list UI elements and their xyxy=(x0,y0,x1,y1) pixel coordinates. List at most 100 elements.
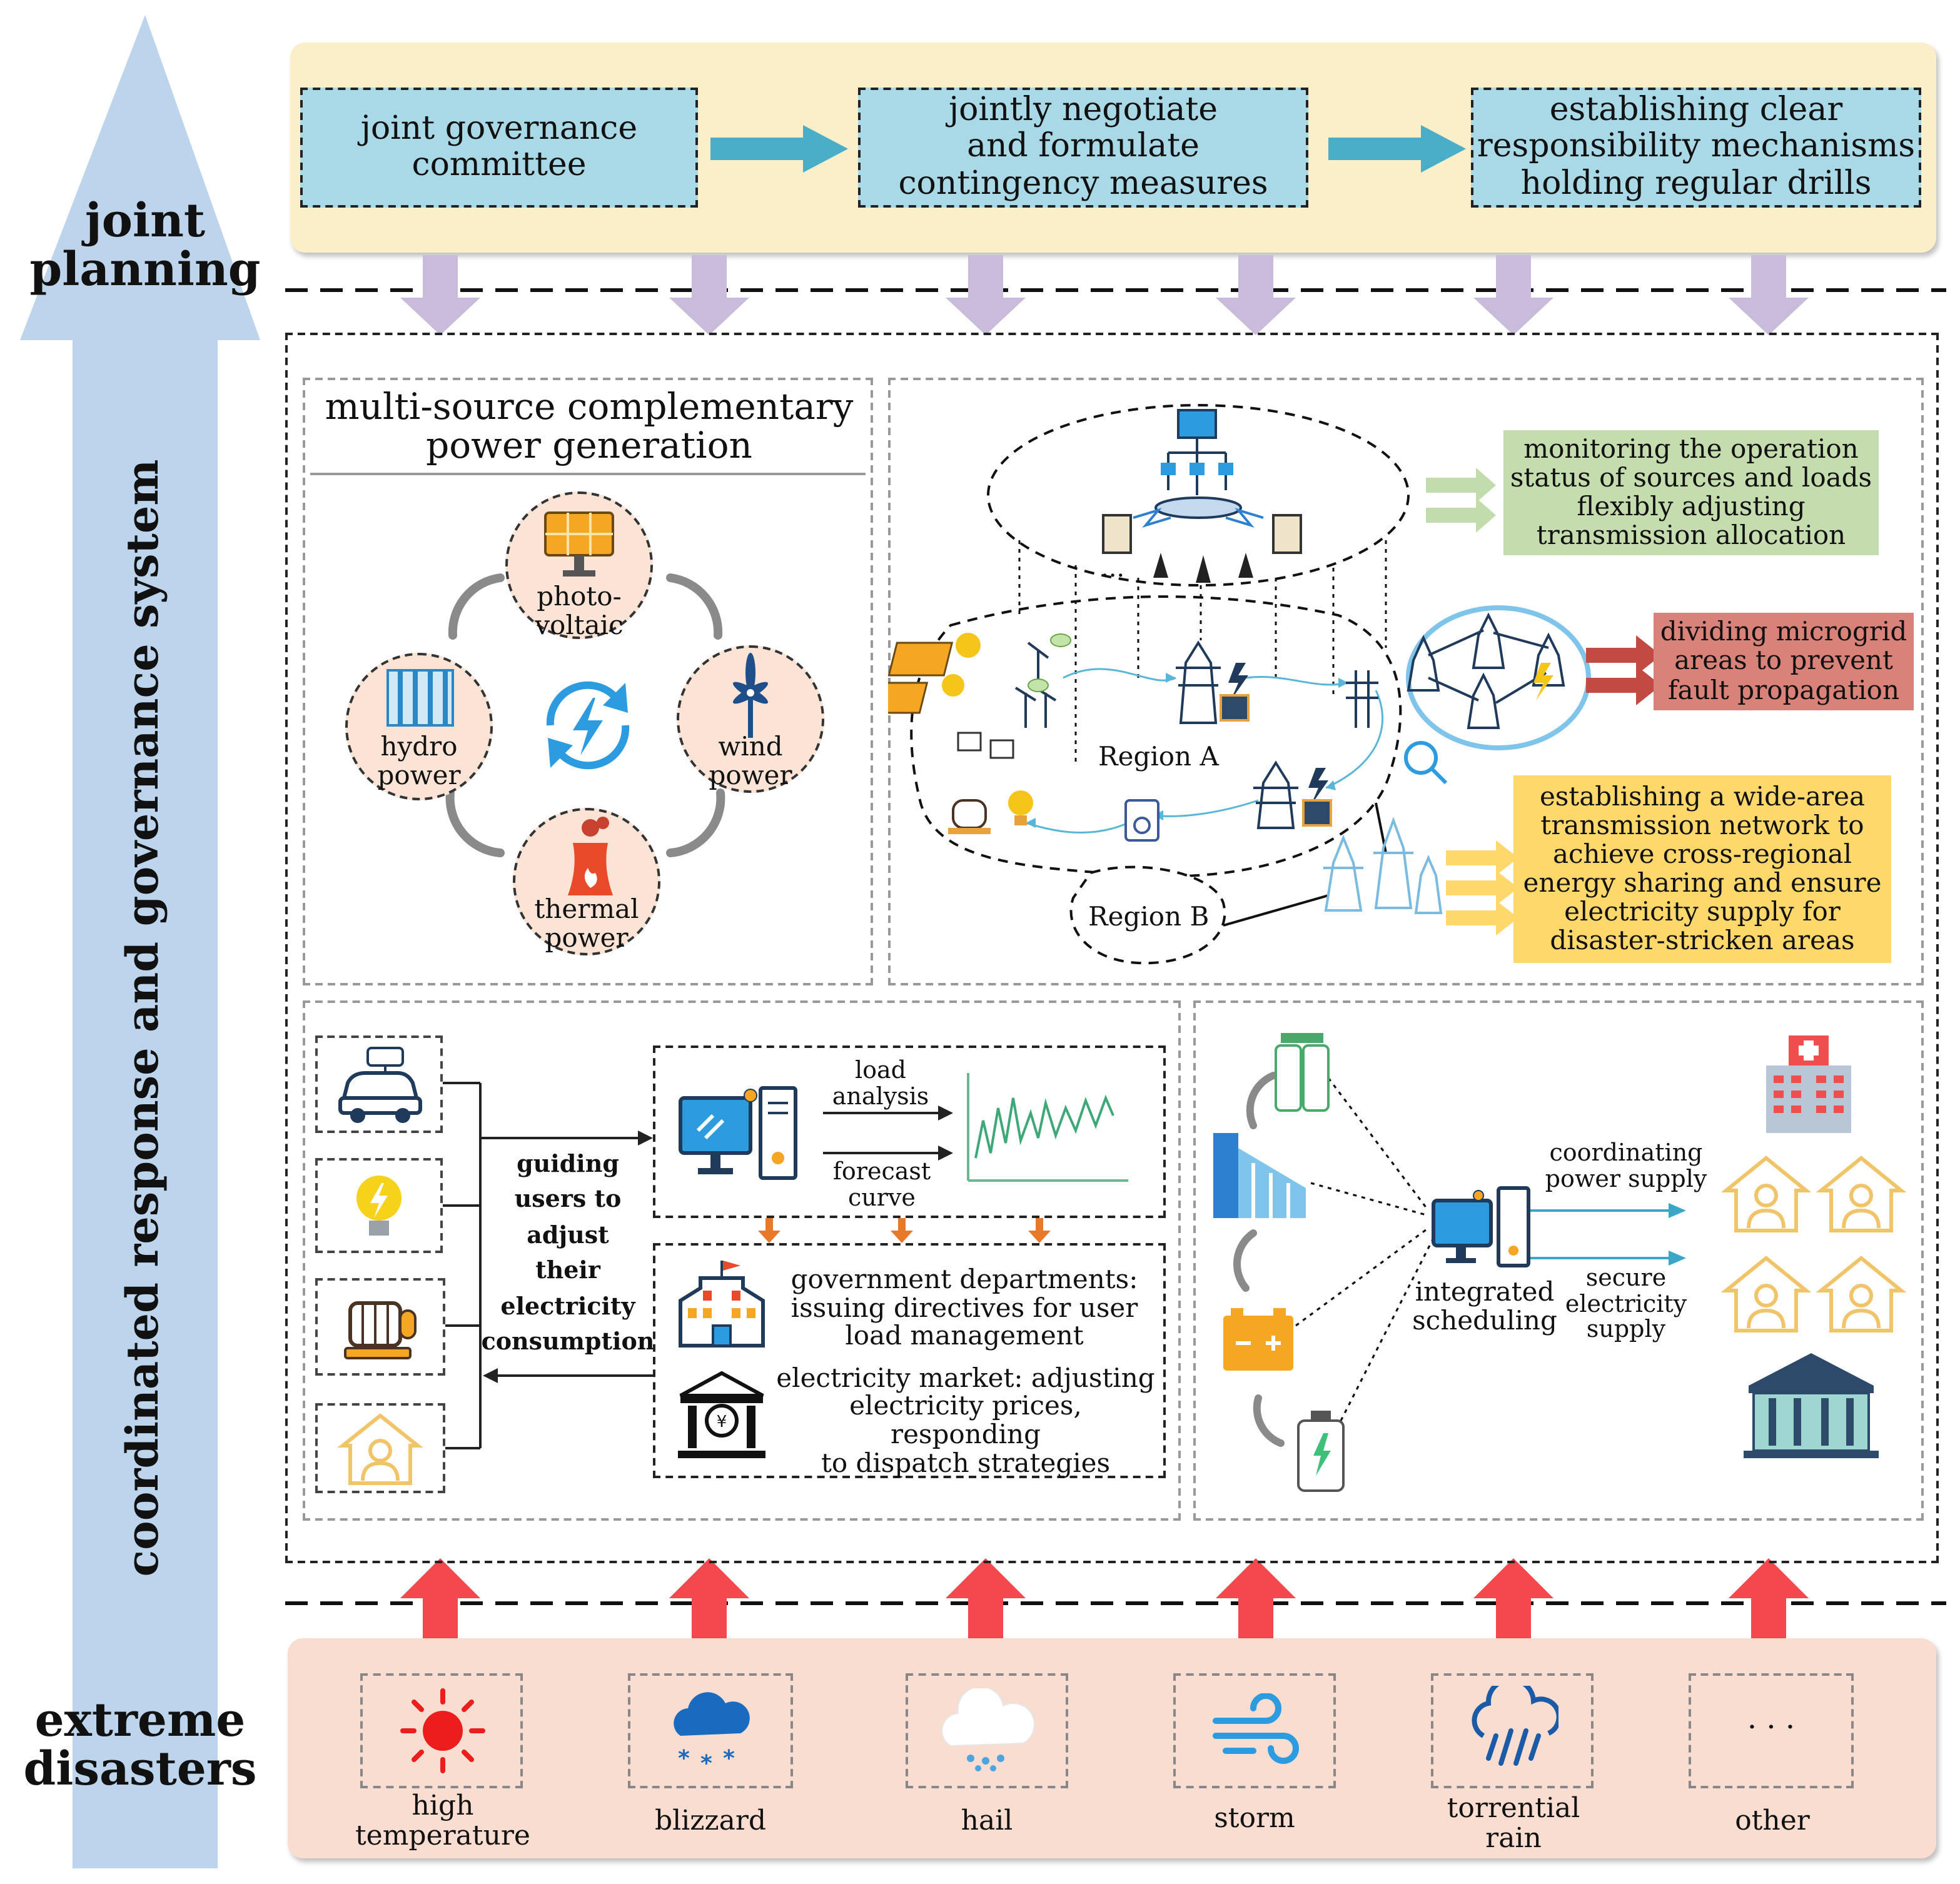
grid-dots: ... xyxy=(1101,553,1125,583)
hail-label: hail xyxy=(961,1806,1013,1838)
box-line: and formulate xyxy=(967,128,1200,166)
label-line: integrated xyxy=(1415,1277,1555,1307)
forecast-chart-icon xyxy=(967,1073,1128,1182)
dam-icon xyxy=(386,669,454,727)
extreme-disasters-line: disasters xyxy=(23,1741,257,1796)
box-line: fault propagation xyxy=(1667,675,1900,705)
guiding-users-label: guiding users to adjust their electricit… xyxy=(480,1146,655,1361)
region-a-label: Region A xyxy=(1098,742,1219,772)
label-line: users to xyxy=(514,1186,622,1213)
scheduling-drawing xyxy=(1213,1033,1907,1492)
orange-down-arrows xyxy=(758,1218,1051,1243)
integrated-scheduling-label: integrated scheduling xyxy=(1406,1276,1563,1338)
box-line: energy sharing and ensure xyxy=(1523,868,1882,898)
extreme-disasters-line: extreme xyxy=(34,1692,246,1748)
text-line: load management xyxy=(845,1321,1084,1351)
motor-icon xyxy=(344,1301,417,1359)
box-line: status of sources and loads xyxy=(1510,462,1872,493)
coordinating-power-supply-label: coordinating power supply xyxy=(1533,1138,1719,1196)
storm-box xyxy=(1173,1673,1336,1788)
side-arrow xyxy=(20,15,260,1868)
torrential-rain-label: torrential rain xyxy=(1413,1793,1614,1856)
box-line: monitoring the operation xyxy=(1523,433,1859,464)
monitoring-box: monitoring the operation status of sourc… xyxy=(1503,430,1879,555)
snow-cloud-icon: *** xyxy=(674,1692,750,1773)
cycle-lightning-icon xyxy=(546,681,630,770)
planning-arrow-1 xyxy=(710,125,848,173)
label-line: wind xyxy=(718,732,783,762)
high-temperature-box xyxy=(360,1673,523,1788)
box-line: transmission allocation xyxy=(1536,520,1846,551)
label-line: thermal xyxy=(534,894,639,925)
multisource-panel xyxy=(303,378,873,985)
light-bulb-icon xyxy=(356,1176,402,1236)
text-line: electricity prices, responding xyxy=(849,1391,1082,1449)
load-analysis-box xyxy=(653,1045,1166,1218)
label-line: high xyxy=(412,1791,474,1823)
high-temperature-label: high temperature xyxy=(340,1791,545,1853)
government-building-icon xyxy=(679,1261,765,1348)
title-line: multi-source complementary xyxy=(325,385,854,428)
responsibility-mechanisms-box: establishing clear responsibility mechan… xyxy=(1471,88,1921,208)
purple-arrows xyxy=(400,255,1809,335)
label-line: power xyxy=(377,760,461,790)
forecast-curve-label: forecast curve xyxy=(823,1158,941,1213)
thermal-plant-icon xyxy=(568,817,613,895)
torrential-rain-box xyxy=(1431,1673,1594,1788)
label-line: electricity xyxy=(1565,1290,1687,1318)
box-line: dividing microgrid xyxy=(1660,617,1907,647)
svg-text:*: * xyxy=(700,1751,712,1773)
policy-box xyxy=(653,1243,1166,1478)
label-line: guiding xyxy=(517,1150,619,1177)
label-line: forecast xyxy=(832,1158,931,1186)
hail-box xyxy=(906,1673,1068,1788)
electric-car-icon xyxy=(338,1047,422,1123)
label-line: power xyxy=(709,760,792,790)
label-line: load xyxy=(854,1057,906,1085)
thermal-label: thermal power xyxy=(513,895,660,953)
load-analysis-label: load analysis xyxy=(823,1055,938,1113)
svg-text:*: * xyxy=(678,1746,690,1771)
demand-panel xyxy=(303,1000,1181,1521)
scheduling-panel xyxy=(1193,1000,1924,1521)
contingency-measures-box: jointly negotiate and formulate continge… xyxy=(858,88,1308,208)
label-line: photo- xyxy=(537,582,622,612)
text-line: to dispatch strategies xyxy=(821,1448,1111,1478)
label-line: curve xyxy=(848,1184,916,1212)
computer-icon xyxy=(679,1086,797,1180)
sun-icon xyxy=(400,1688,485,1773)
torrential-rain-icon xyxy=(1472,1686,1558,1766)
secure-electricity-label: secure electricity supply xyxy=(1556,1263,1696,1346)
disasters-band xyxy=(288,1638,1936,1858)
grid-panel xyxy=(888,378,1924,985)
separator-bottom xyxy=(285,1601,1946,1605)
label-line: supply xyxy=(1586,1316,1666,1344)
government-departments-text: government departments: issuing directiv… xyxy=(780,1261,1148,1356)
demand-connectors xyxy=(443,1082,653,1449)
text-line: issuing directives for user xyxy=(791,1292,1138,1323)
response-system-frame xyxy=(285,333,1939,1563)
analysis-arrows xyxy=(823,1106,953,1161)
box-line: joint governance xyxy=(360,109,638,148)
label-line: rain xyxy=(1485,1823,1542,1855)
multisource-title: multi-source complementary power generat… xyxy=(308,383,871,470)
box-line: disaster-stricken areas xyxy=(1550,925,1855,956)
label-line: secure xyxy=(1585,1264,1667,1292)
electricity-market-text: electricity market: adjusting electricit… xyxy=(773,1364,1158,1477)
wind-label: wind power xyxy=(677,733,824,790)
box-line: electricity supply for xyxy=(1564,897,1841,927)
solar-panel-icon xyxy=(544,511,614,577)
box-line: transmission network to xyxy=(1540,810,1864,840)
label-line: hydro xyxy=(380,732,458,762)
hydro-label: hydro power xyxy=(345,733,493,790)
text-line: government departments: xyxy=(791,1264,1138,1294)
box-line: flexibly adjusting xyxy=(1577,491,1806,521)
joint-planning-line: planning xyxy=(29,241,261,296)
box-line: establishing clear xyxy=(1549,91,1843,129)
red-arrows xyxy=(400,1558,1809,1641)
multisource-divider xyxy=(310,473,866,475)
label-line: adjust xyxy=(527,1221,609,1249)
wide-area-box: establishing a wide-area transmission ne… xyxy=(1513,775,1891,963)
microgrid-box: dividing microgrid areas to prevent faul… xyxy=(1654,613,1914,710)
label-line: scheduling xyxy=(1412,1306,1557,1336)
